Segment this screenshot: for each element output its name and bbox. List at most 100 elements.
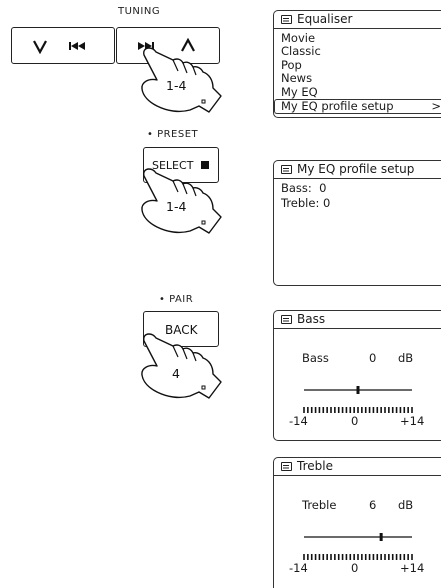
scale-tick (326, 407, 328, 413)
scale-tick (392, 554, 394, 560)
tuning-callout: 1-4 (166, 78, 186, 93)
scale-tick (365, 407, 367, 413)
scale-tick (400, 554, 402, 560)
scale-tick (319, 407, 321, 413)
scale-tick (307, 407, 309, 413)
menu-icon (281, 315, 292, 324)
scale-tick (342, 554, 344, 560)
scale-tick (411, 554, 413, 560)
treble-label: Treble (302, 498, 336, 512)
scale-tick (322, 407, 324, 413)
menu-icon (281, 165, 292, 174)
menu-item-my-eq-profile-setup[interactable]: My EQ profile setup > (274, 99, 441, 114)
pair-caption: • PAIR (159, 294, 193, 305)
screen-title: Treble (274, 458, 441, 476)
scale-tick (373, 407, 375, 413)
scale-tick (334, 407, 336, 413)
treble-level-slider[interactable] (302, 528, 414, 564)
treble-line: Treble: 0 (274, 196, 441, 211)
treble-scale-mid: 0 (351, 561, 358, 575)
treble-unit: dB (398, 498, 413, 512)
scale-tick (353, 554, 355, 560)
scale-tick (388, 407, 390, 413)
screen-title: My EQ profile setup (274, 161, 441, 179)
scale-tick (311, 407, 313, 413)
scale-tick (330, 407, 332, 413)
scale-tick (319, 554, 321, 560)
bass-scale-mid: 0 (351, 414, 358, 428)
screen-title: Equaliser (274, 11, 441, 29)
scale-tick (380, 554, 382, 560)
scale-tick (400, 407, 402, 413)
scale-tick (361, 407, 363, 413)
bass-line: Bass: 0 (274, 181, 441, 196)
scale-tick (311, 554, 313, 560)
scale-tick (373, 554, 375, 560)
scale-tick (349, 554, 351, 560)
bass-level-slider[interactable] (302, 381, 414, 417)
scale-tick (384, 554, 386, 560)
scale-tick (388, 554, 390, 560)
chevron-down-icon (32, 39, 48, 54)
scale-tick (353, 407, 355, 413)
scale-tick (396, 407, 398, 413)
treble-value: 6 (369, 498, 376, 512)
menu-item-my-eq[interactable]: My EQ (274, 86, 441, 99)
scale-tick (361, 554, 363, 560)
scale-tick (346, 407, 348, 413)
bass-value: 0 (369, 351, 376, 365)
previous-track-icon (68, 41, 86, 51)
scale-tick (342, 407, 344, 413)
scale-tick (326, 554, 328, 560)
scale-tick (346, 554, 348, 560)
scale-tick (403, 407, 405, 413)
scale-tick (357, 407, 359, 413)
tuning-down-button[interactable] (11, 27, 115, 64)
preset-caption: • PRESET (147, 129, 198, 140)
scale-tick (307, 554, 309, 560)
scale-tick (396, 554, 398, 560)
pair-callout: 4 (172, 366, 180, 381)
chevron-right-icon: > (431, 100, 441, 113)
scale-tick (369, 554, 371, 560)
bass-label: Bass (302, 351, 329, 365)
profile-setup-screen: My EQ profile setup Bass: 0 Treble: 0 (273, 160, 441, 286)
screen-title: Bass (274, 311, 441, 329)
scale-tick (411, 407, 413, 413)
slider-marker (357, 386, 360, 394)
bass-scale-min: -14 (289, 414, 308, 428)
scale-tick (303, 407, 305, 413)
bass-screen: Bass Bass 0 dB -14 0 +14 (273, 310, 441, 441)
scale-tick (334, 554, 336, 560)
scale-tick (330, 554, 332, 560)
scale-tick (376, 554, 378, 560)
scale-tick (407, 407, 409, 413)
treble-screen: Treble Treble 6 dB -14 0 +14 (273, 457, 441, 588)
menu-item-pop[interactable]: Pop (274, 59, 441, 72)
scale-tick (369, 407, 371, 413)
scale-tick (338, 554, 340, 560)
scale-tick (357, 554, 359, 560)
scale-tick (392, 407, 394, 413)
treble-scale-max: +14 (400, 561, 424, 575)
bass-unit: dB (398, 351, 413, 365)
pointing-hand-icon (135, 330, 230, 402)
tuning-caption: TUNING (118, 6, 160, 17)
slider-marker (380, 533, 383, 541)
scale-tick (380, 407, 382, 413)
menu-icon (281, 15, 292, 24)
menu-item-movie[interactable]: Movie (274, 32, 441, 45)
menu-item-news[interactable]: News (274, 72, 441, 85)
scale-tick (376, 407, 378, 413)
scale-tick (407, 554, 409, 560)
scale-tick (384, 407, 386, 413)
scale-tick (315, 407, 317, 413)
bass-scale-max: +14 (400, 414, 424, 428)
scale-tick (365, 554, 367, 560)
menu-item-classic[interactable]: Classic (274, 45, 441, 58)
scale-tick (315, 554, 317, 560)
treble-scale-min: -14 (289, 561, 308, 575)
scale-tick (338, 407, 340, 413)
menu-icon (281, 462, 292, 471)
equaliser-screen: Equaliser Movie Classic Pop News My EQ M… (273, 10, 441, 118)
